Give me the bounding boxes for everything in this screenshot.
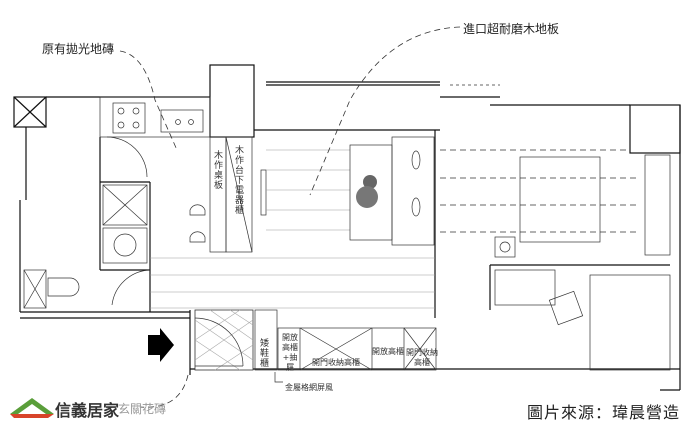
label-wood-floor: 進口超耐磨木地板: [463, 22, 560, 36]
desk-cabinet: [189, 136, 267, 253]
label-open-tall: 開放高櫃: [372, 347, 404, 356]
walls: [13, 64, 681, 391]
kitchen-counter: [99, 96, 211, 178]
label-original-floor: 原有拋光地磚: [42, 42, 115, 56]
label-appliance-cabinet: 木作台下電器櫃: [233, 145, 243, 215]
label-metal-screen: 金屬格網屏風: [285, 383, 333, 392]
label-door-storage-2: 開門收納高櫃: [406, 348, 438, 367]
entry: [148, 309, 437, 371]
logo-text: 信義居家: [55, 401, 120, 420]
bedroom: [450, 84, 671, 371]
wood-floor-lines: [150, 149, 640, 309]
label-open-tall-drawer: 開放高櫃+抽屜: [282, 333, 298, 372]
label-wood-desk: 木作桌板: [212, 150, 222, 190]
bathroom: [23, 184, 151, 309]
entry-arrow-icon: [148, 328, 174, 362]
image-source: 圖片來源：瑋晨營造: [527, 403, 681, 422]
label-door-storage-1: 開門收納高櫃: [312, 358, 360, 367]
logo-icon: [10, 398, 54, 418]
sofa: [349, 136, 435, 246]
leader-lines: [119, 26, 461, 408]
label-entry-tile: 玄關花磚: [118, 402, 167, 416]
label-shoe-cabinet: 矮鞋櫃: [258, 338, 268, 368]
